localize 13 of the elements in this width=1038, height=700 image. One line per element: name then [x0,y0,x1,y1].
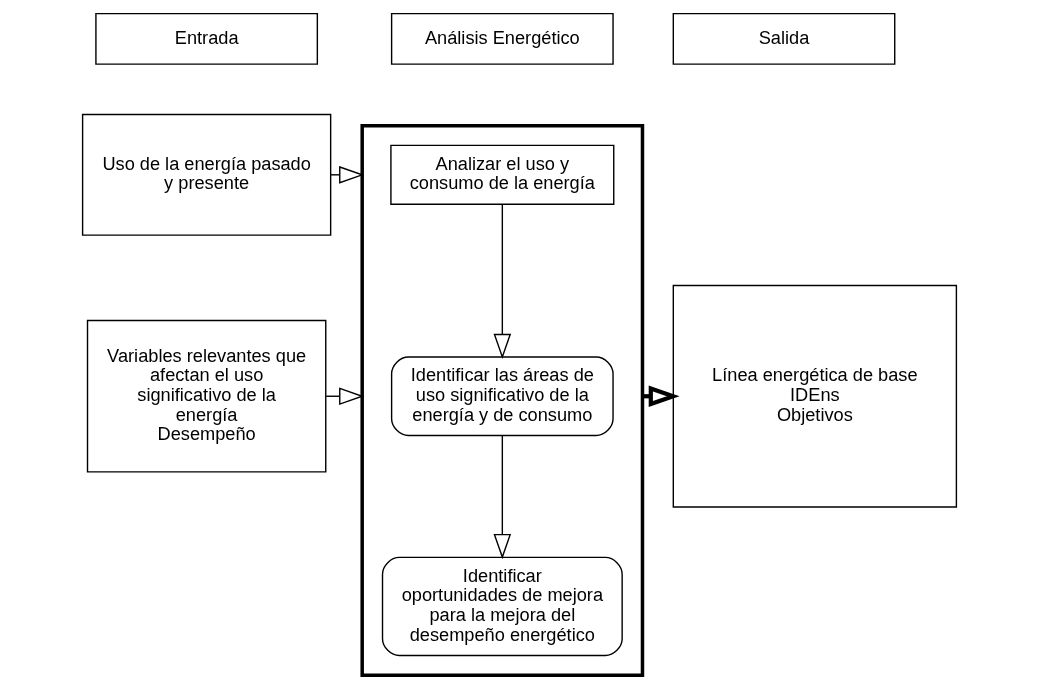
node-box: Analizar el uso y consumo de la energía [389,144,614,205]
node-box: Salida [672,12,895,65]
node-box: Uso de la energía pasado y presente [81,113,331,236]
node-box: Identificar oportunidades de mejora para la mejora del desempeño energético [381,556,623,657]
node-box: Identificar las áreas de uso significativo de la energía y de consumo [390,356,614,437]
arrow [329,166,364,184]
arrow [493,435,511,560]
node-box: Análisis Energético [390,12,614,65]
cluster [359,124,644,677]
node-box: Línea energética de base IDEns Objetivos [672,284,957,508]
arrow [493,203,511,360]
node-box: Entrada [94,12,318,65]
node-box: Variables relevantes que afectan el uso significativo de la energía Desempeño [86,319,326,473]
